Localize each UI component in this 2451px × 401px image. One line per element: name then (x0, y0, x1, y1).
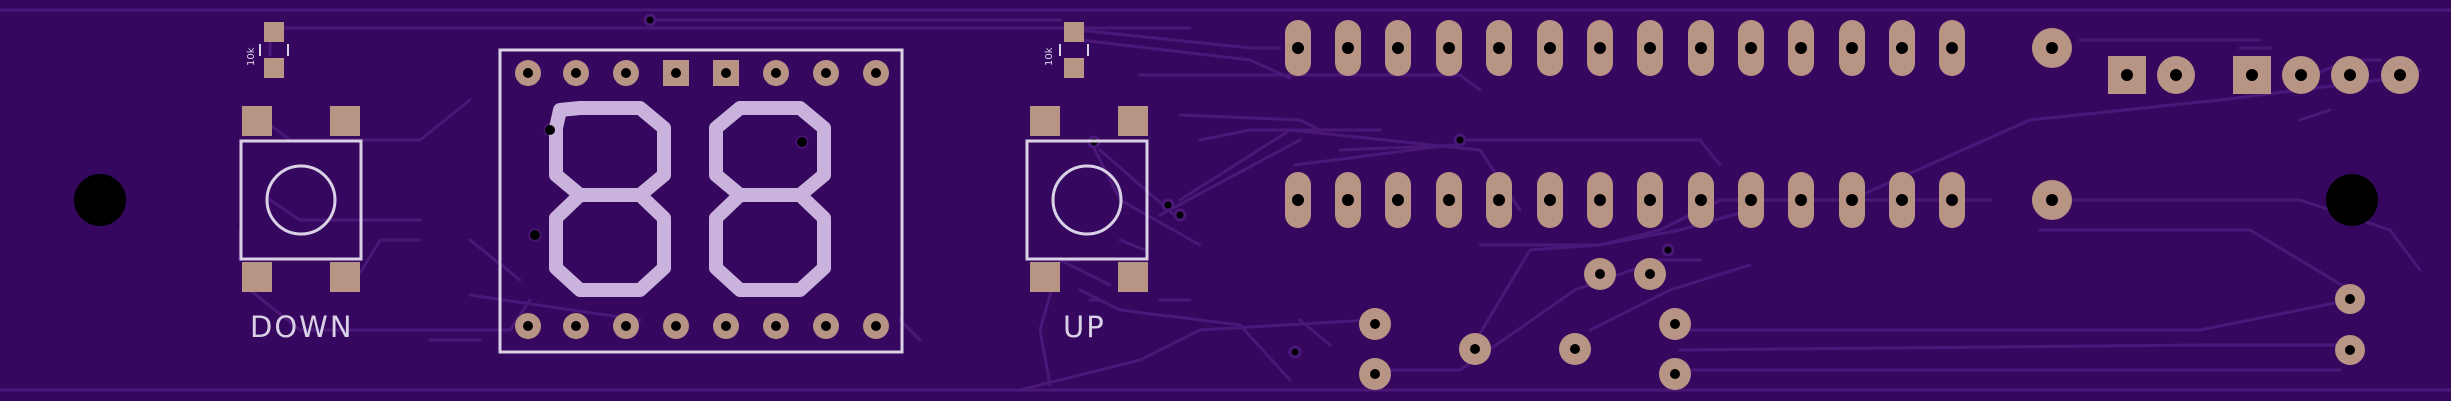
up-button-footprint (1025, 106, 1149, 292)
copper-traces (0, 8, 2451, 392)
mounting-hole-right (2326, 174, 2378, 226)
digit-1-segments (549, 101, 671, 297)
down-button-footprint (239, 106, 363, 292)
resistor-right (1059, 22, 1089, 78)
resistor-left-label: 10k (246, 47, 257, 66)
up-label: UP (1063, 310, 1106, 344)
header-bottom-row (1285, 172, 1965, 228)
seven-segment-display (498, 48, 904, 354)
resistor-left (259, 22, 289, 78)
mounting-hole-left (74, 174, 126, 226)
digit-2-segments (709, 101, 831, 297)
header-top-row (1285, 20, 1965, 76)
down-label: DOWN (250, 310, 354, 344)
display-bottom-pins (515, 313, 889, 339)
resistor-right-label: 10k (1044, 47, 1055, 66)
display-top-pins (515, 60, 889, 86)
round-pads (1359, 28, 2419, 390)
